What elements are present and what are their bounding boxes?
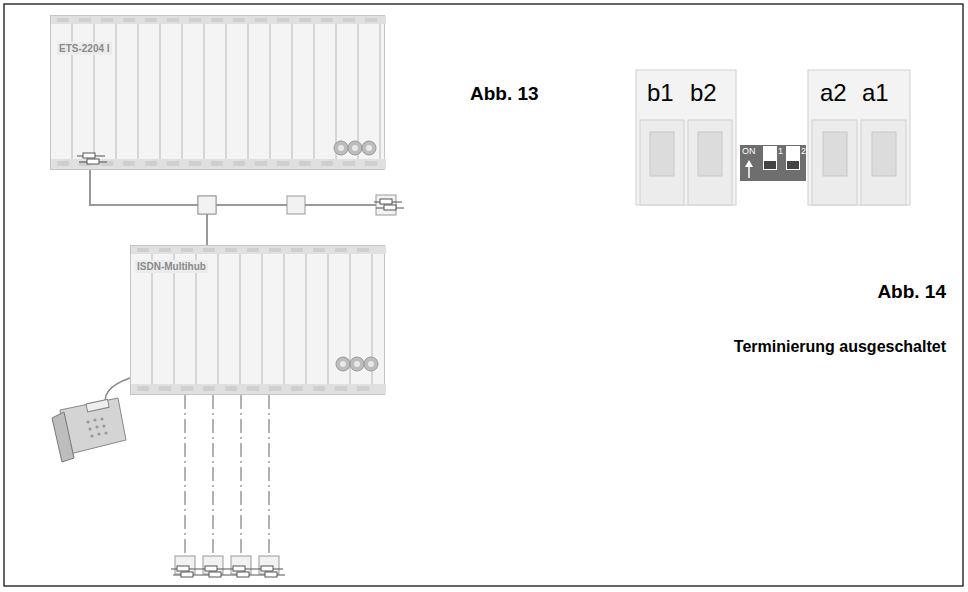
- frame: [4, 4, 963, 586]
- dip-switch: [740, 145, 806, 181]
- telephone: [52, 378, 130, 462]
- bus-cable: [90, 170, 207, 245]
- device-name: ISDN-Multihub: [135, 260, 208, 273]
- junction-box: [198, 196, 216, 214]
- terminal-name: b2: [690, 80, 717, 106]
- terminal-block: [636, 70, 910, 205]
- device-name: ETS-2204 I: [57, 42, 112, 55]
- switch-number: 1: [778, 147, 783, 157]
- terminal-name: a1: [862, 80, 889, 106]
- dashed-lines: [185, 395, 269, 560]
- junction-box: [287, 196, 305, 214]
- device-details: [51, 16, 386, 171]
- junction-box: [198, 196, 216, 214]
- device-box: ISDN-Multihub: [130, 245, 385, 395]
- device-box: ETS-2204 I: [50, 15, 385, 170]
- figure-number: Abb. 13: [470, 84, 539, 105]
- switch-label: ON: [742, 147, 756, 157]
- terminal-name: a2: [820, 80, 847, 106]
- terminal-name: b1: [647, 80, 674, 106]
- switch-number: 2: [801, 147, 806, 157]
- figure-number: Abb. 14: [877, 282, 946, 303]
- figure-caption: Terminierung ausgeschaltet: [734, 338, 946, 356]
